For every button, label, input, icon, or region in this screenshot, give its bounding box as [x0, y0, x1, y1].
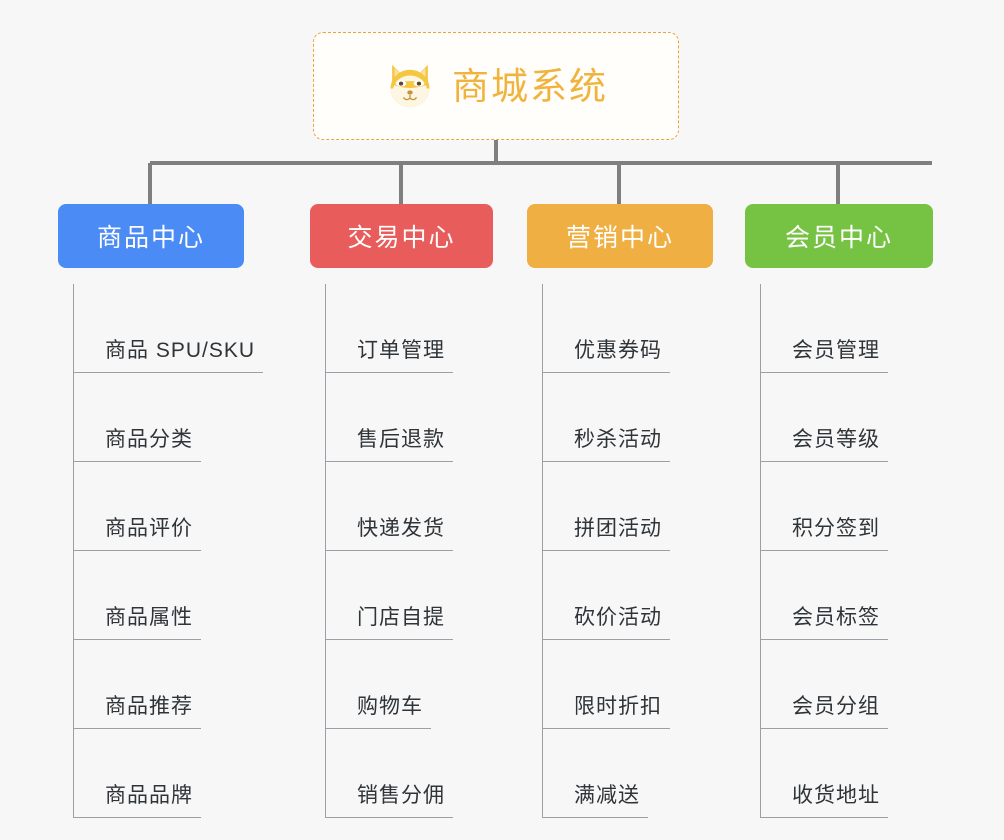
leaf-label: 秒杀活动: [574, 428, 662, 451]
leaf-node[interactable]: 会员等级: [727, 373, 947, 462]
leaf-node[interactable]: 收货地址: [727, 729, 947, 818]
leaf-node[interactable]: 限时折扣: [509, 640, 729, 729]
leaf-label: 商品属性: [105, 606, 193, 629]
leaf-underline: [325, 639, 453, 640]
leaf-label: 商品 SPU/SKU: [105, 339, 256, 362]
leaf-node[interactable]: 门店自提: [292, 551, 512, 640]
branch-header-label: 会员中心: [784, 224, 893, 252]
branch-spine-1: [325, 284, 326, 818]
leaf-label: 商品分类: [105, 428, 193, 451]
leaf-underline: [325, 461, 453, 462]
leaf-underline: [325, 372, 453, 373]
leaf-label: 限时折扣: [574, 695, 662, 718]
leaf-node[interactable]: 商品评价: [40, 462, 260, 551]
leaf-node[interactable]: 购物车: [292, 640, 512, 729]
leaf-underline: [542, 461, 670, 462]
leaf-underline: [760, 639, 888, 640]
leaf-underline: [325, 550, 453, 551]
leaf-underline: [325, 728, 431, 729]
leaf-node[interactable]: 商品 SPU/SKU: [40, 284, 263, 373]
shiba-dog-icon: [390, 64, 430, 108]
leaf-label: 售后退款: [357, 428, 445, 451]
leaf-node[interactable]: 订单管理: [292, 284, 512, 373]
leaf-label: 会员管理: [792, 339, 880, 362]
branch-header-label: 商品中心: [96, 224, 205, 252]
leaf-node[interactable]: 拼团活动: [509, 462, 729, 551]
branch-header-2[interactable]: 营销中心: [527, 204, 713, 268]
leaf-underline: [73, 639, 201, 640]
leaf-underline: [73, 817, 201, 818]
branch-header-label: 交易中心: [347, 224, 456, 252]
leaf-node[interactable]: 积分签到: [727, 462, 947, 551]
leaf-label: 会员标签: [792, 606, 880, 629]
branch-items-2: 优惠券码秒杀活动拼团活动砍价活动限时折扣满减送: [509, 284, 729, 818]
leaf-underline: [325, 817, 453, 818]
leaf-node[interactable]: 售后退款: [292, 373, 512, 462]
leaf-label: 门店自提: [357, 606, 445, 629]
branch-spine-2: [542, 284, 543, 818]
leaf-node[interactable]: 砍价活动: [509, 551, 729, 640]
branch-header-1[interactable]: 交易中心: [310, 204, 493, 268]
leaf-node[interactable]: 会员分组: [727, 640, 947, 729]
leaf-label: 拼团活动: [574, 517, 662, 540]
leaf-label: 收货地址: [792, 784, 880, 807]
leaf-underline: [542, 817, 648, 818]
branch-spine-3: [760, 284, 761, 818]
branch-items-0: 商品 SPU/SKU 商品分类商品评价商品属性商品推荐商品品牌: [40, 284, 263, 818]
leaf-label: 优惠券码: [574, 339, 662, 362]
leaf-label: 销售分佣: [357, 784, 445, 807]
leaf-label: 快递发货: [357, 517, 445, 540]
leaf-node[interactable]: 秒杀活动: [509, 373, 729, 462]
leaf-node[interactable]: 商品推荐: [40, 640, 260, 729]
leaf-underline: [73, 550, 201, 551]
branch-header-label: 营销中心: [565, 224, 674, 252]
leaf-label: 商品品牌: [105, 784, 193, 807]
leaf-label: 满减送: [574, 784, 640, 807]
leaf-underline: [760, 372, 888, 373]
leaf-label: 商品推荐: [105, 695, 193, 718]
branch-items-1: 订单管理售后退款快递发货门店自提购物车销售分佣: [292, 284, 512, 818]
leaf-underline: [542, 639, 670, 640]
branch-header-3[interactable]: 会员中心: [745, 204, 933, 268]
leaf-underline: [73, 461, 201, 462]
leaf-label: 积分签到: [792, 517, 880, 540]
leaf-underline: [542, 728, 670, 729]
leaf-node[interactable]: 快递发货: [292, 462, 512, 551]
leaf-underline: [542, 550, 670, 551]
leaf-underline: [542, 372, 670, 373]
root-title: 商城系统: [452, 65, 608, 107]
root-node[interactable]: 商城系统: [313, 32, 679, 140]
branch-items-3: 会员管理会员等级积分签到会员标签会员分组收货地址: [727, 284, 947, 818]
leaf-node[interactable]: 销售分佣: [292, 729, 512, 818]
leaf-underline: [73, 728, 201, 729]
leaf-node[interactable]: 会员管理: [727, 284, 947, 373]
leaf-label: 会员分组: [792, 695, 880, 718]
leaf-label: 购物车: [357, 695, 423, 718]
leaf-underline: [760, 728, 888, 729]
leaf-node[interactable]: 商品属性: [40, 551, 260, 640]
leaf-label: 砍价活动: [574, 606, 662, 629]
leaf-label: 订单管理: [357, 339, 445, 362]
leaf-underline: [760, 817, 888, 818]
leaf-underline: [760, 461, 888, 462]
leaf-underline: [73, 372, 263, 373]
leaf-node[interactable]: 商品品牌: [40, 729, 260, 818]
leaf-node[interactable]: 商品分类: [40, 373, 260, 462]
branch-header-0[interactable]: 商品中心: [58, 204, 244, 268]
leaf-node[interactable]: 优惠券码: [509, 284, 729, 373]
leaf-node[interactable]: 满减送: [509, 729, 729, 818]
branch-spine-0: [73, 284, 74, 818]
leaf-underline: [760, 550, 888, 551]
leaf-label: 商品评价: [105, 517, 193, 540]
leaf-label: 会员等级: [792, 428, 880, 451]
leaf-node[interactable]: 会员标签: [727, 551, 947, 640]
